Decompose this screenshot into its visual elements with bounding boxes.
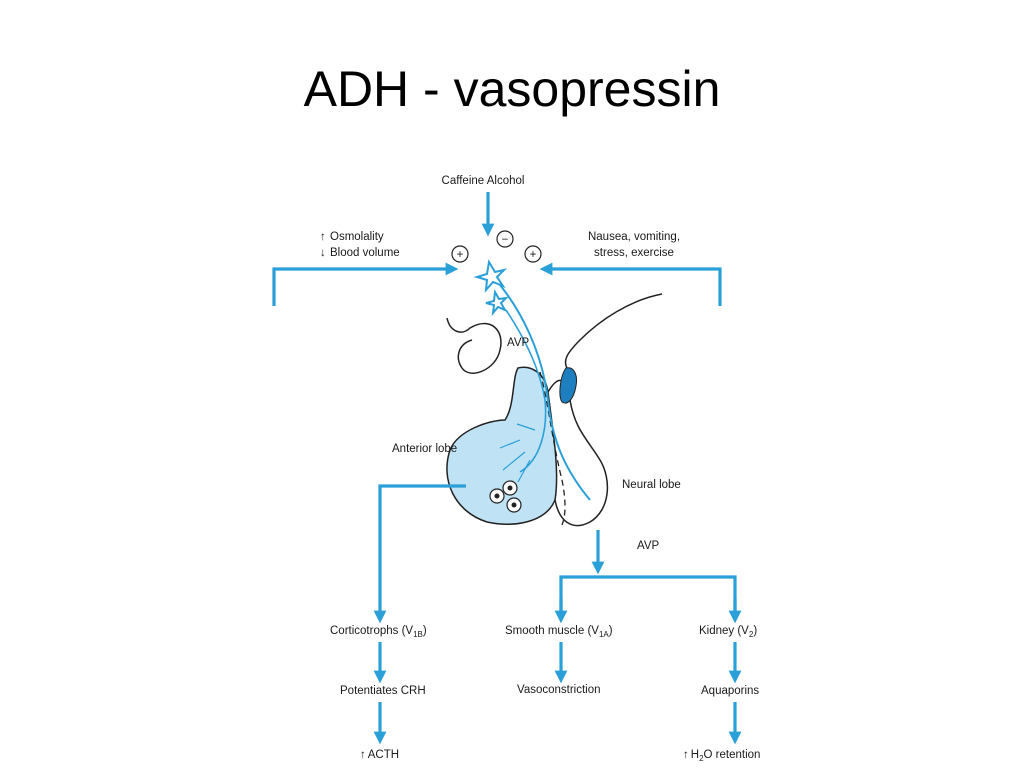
- slide-title: ADH - vasopressin: [303, 61, 721, 117]
- stimulus-blood-volume: Blood volume: [330, 247, 400, 259]
- anterior-lobe-label: Anterior lobe: [392, 443, 457, 455]
- corticotrophs-label: Corticotrophs (V1B): [330, 625, 427, 639]
- aquaporins-label: Aquaporins: [701, 685, 759, 697]
- avp-bottom-label: AVP: [637, 540, 659, 552]
- vasoconstriction-label: Vasoconstriction: [517, 684, 601, 696]
- axon-main: [499, 284, 591, 501]
- plus-circle-left: [451, 245, 469, 263]
- right-stimulus-arrow: [539, 262, 722, 306]
- cell-3-nucleus: [511, 502, 517, 508]
- stimulus-stress: stress, exercise: [594, 247, 674, 259]
- plus-sign-left: +: [457, 249, 464, 261]
- avp-branch-bar: [559, 575, 737, 615]
- stimulus-osmolality: Osmolality: [330, 231, 384, 243]
- down-arrow-blood-volume: ↓: [320, 247, 326, 259]
- hypothalamus-outline-left: [446, 317, 502, 374]
- lobe-boundary: [539, 371, 566, 526]
- kidney-label: Kidney (V2): [699, 625, 757, 639]
- axon-anterior: [505, 309, 547, 473]
- minus-circle: [496, 230, 514, 248]
- neuron-cell-upper: [473, 259, 508, 294]
- cell-1-nucleus: [494, 493, 500, 499]
- anterior-to-corticotrophs-arrow: [373, 484, 466, 624]
- plus-sign-right: +: [530, 249, 537, 261]
- neural-lobe-shape: [547, 379, 609, 527]
- neural-lobe-label: Neural lobe: [622, 479, 681, 491]
- minus-sign: −: [502, 234, 509, 246]
- neuron-cell-lower: [485, 288, 509, 317]
- stimulus-nausea: Nausea, vomiting,: [588, 231, 680, 243]
- h2o-retention-label: ↑H2O retention: [683, 749, 760, 763]
- anterior-capillaries: [499, 423, 536, 483]
- avp-top-label: AVP: [507, 337, 529, 349]
- potentiates-crh-label: Potentiates CRH: [340, 685, 426, 697]
- left-stimulus-arrow: [272, 262, 459, 306]
- plus-circle-right: [524, 245, 542, 263]
- smooth-muscle-label: Smooth muscle (V1A): [505, 625, 613, 639]
- inhibitors-label: Caffeine Alcohol: [442, 175, 525, 187]
- acth-label: ↑ACTH: [360, 749, 399, 761]
- hypothalamus-outline-right: [564, 293, 663, 373]
- portal-vessel: [559, 367, 577, 404]
- up-arrow-osmolality: ↑: [320, 231, 326, 243]
- cell-2-nucleus: [507, 485, 513, 491]
